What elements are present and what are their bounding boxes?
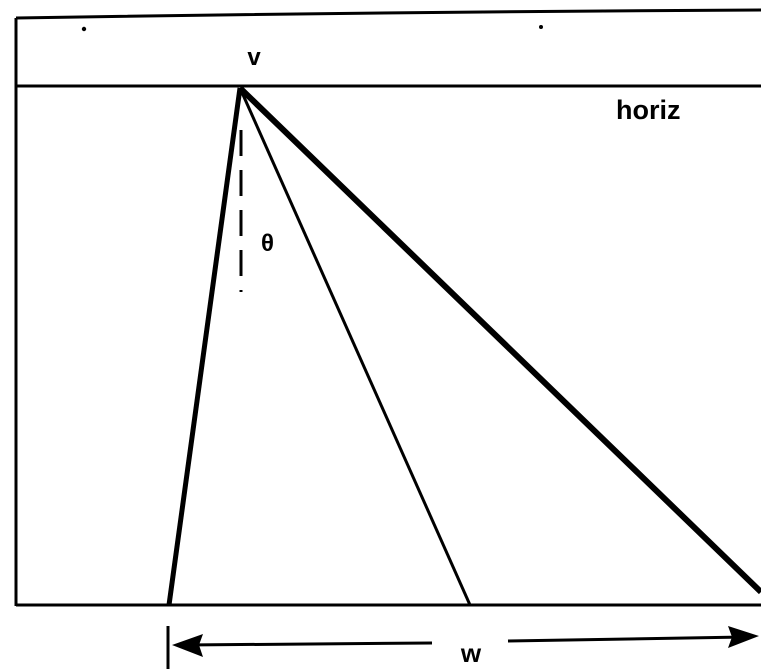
speck-left xyxy=(81,26,87,32)
left-ray xyxy=(166,87,243,606)
width-arrow-left-shaft xyxy=(184,641,433,647)
angle-label: θ xyxy=(261,230,274,257)
speck-right xyxy=(539,25,543,29)
width-arrowhead-left xyxy=(172,634,203,657)
width-label: w xyxy=(460,638,482,668)
frame-top-edge xyxy=(15,8,761,20)
vertex-label: v xyxy=(247,44,261,71)
width-arrowhead-right xyxy=(728,626,759,648)
middle-ray xyxy=(238,87,472,606)
width-arrow-right-shaft xyxy=(507,635,746,643)
right-ray xyxy=(237,85,761,595)
horizon-label: horiz xyxy=(616,95,681,125)
